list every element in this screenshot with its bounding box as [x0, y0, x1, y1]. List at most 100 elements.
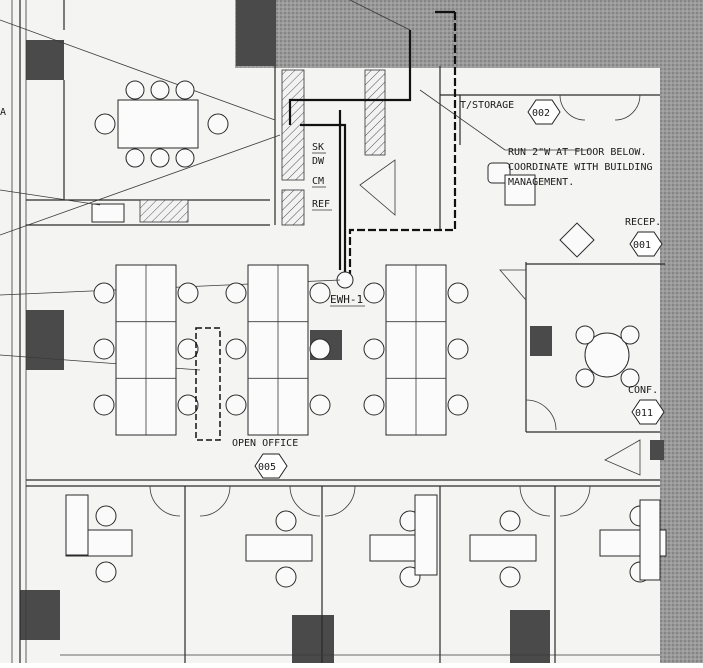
water-heater-label: EWH-1 — [330, 293, 363, 306]
conf-door — [604, 439, 641, 476]
leader-line — [0, 134, 281, 236]
leader-line — [0, 19, 276, 121]
door-swing — [525, 399, 557, 431]
supply-pipe — [288, 30, 412, 125]
partitions — [11, 0, 665, 663]
chair — [309, 394, 331, 416]
conference-number: 011 — [635, 408, 653, 419]
doors — [149, 94, 641, 517]
plumbing — [288, 10, 457, 289]
callout-line-2: COORDINATE WITH BUILDING — [508, 162, 653, 173]
hot-water-pipe — [348, 12, 457, 275]
callout-line-3: MANAGEMENT. — [508, 177, 574, 188]
core-hatch — [364, 69, 386, 156]
conference-label: CONF. — [628, 385, 658, 396]
reception-desk — [504, 174, 536, 206]
conference-tag-hex — [631, 399, 665, 425]
door-swing — [149, 485, 181, 517]
chair — [363, 282, 385, 304]
column-w — [26, 310, 64, 370]
chair — [125, 80, 145, 100]
chair — [175, 80, 195, 100]
chair — [575, 368, 595, 388]
chair — [363, 394, 385, 416]
chair — [177, 282, 199, 304]
reception-label: RECEP. — [625, 217, 661, 228]
coffee-maker-label: CM — [312, 176, 324, 187]
chair — [447, 338, 469, 360]
callout-line-1: RUN 2"W AT FLOOR BELOW. — [508, 147, 646, 158]
door-swing — [199, 485, 231, 517]
chair — [177, 338, 199, 360]
chair — [225, 394, 247, 416]
door-swing — [519, 485, 551, 517]
chair — [93, 338, 115, 360]
office-return — [414, 494, 438, 576]
conference-round-table — [575, 325, 640, 388]
chair — [93, 394, 115, 416]
core-fixtures — [91, 69, 386, 226]
chair — [620, 368, 640, 388]
column-sw — [20, 590, 60, 640]
open-office-tag-hex — [254, 453, 288, 479]
conference-table-nw — [94, 80, 229, 168]
chair — [225, 338, 247, 360]
office-desk — [245, 534, 313, 562]
column-s2 — [510, 610, 550, 663]
door-swing — [289, 485, 321, 517]
open-office-number: 005 — [258, 462, 276, 473]
core-wall-n — [236, 0, 276, 66]
chair — [177, 394, 199, 416]
door-swing — [559, 485, 591, 517]
chair — [150, 148, 170, 168]
chair — [309, 338, 331, 360]
chair — [620, 325, 640, 345]
sink-label: SK — [312, 142, 324, 153]
chair — [499, 566, 521, 588]
leader-line — [0, 189, 101, 206]
copier-outline — [195, 327, 221, 441]
edge-mark: A — [0, 107, 6, 118]
refrigerator-label: REF — [312, 199, 330, 210]
office-return — [639, 499, 661, 581]
column-s1 — [292, 615, 334, 663]
private-offices — [65, 494, 667, 588]
chair — [175, 148, 195, 168]
supply-pipe — [300, 123, 347, 275]
chair — [95, 561, 117, 583]
door-swing — [614, 94, 641, 121]
dishwasher-label: DW — [312, 156, 325, 167]
workstations — [93, 264, 469, 436]
storage-label: T/STORAGE — [460, 100, 514, 111]
open-office-label: OPEN OFFICE — [232, 438, 298, 449]
reception-tag-hex — [629, 231, 663, 257]
appliance — [91, 203, 125, 223]
round-table — [584, 332, 630, 378]
column-e — [650, 440, 664, 460]
chair — [94, 113, 116, 135]
storage-number: 002 — [532, 108, 550, 119]
table — [117, 99, 199, 149]
callout-leader — [419, 89, 506, 151]
leader-line — [349, 0, 411, 31]
north-building-mass — [235, 0, 703, 68]
east-building-mass — [660, 68, 703, 663]
reception-number: 001 — [633, 240, 651, 251]
column-nw — [26, 40, 64, 80]
door-swing — [324, 485, 356, 517]
chair — [363, 338, 385, 360]
chair — [309, 282, 331, 304]
chair — [447, 394, 469, 416]
office-return — [65, 494, 89, 556]
chair — [150, 80, 170, 100]
chair — [225, 282, 247, 304]
chair — [93, 282, 115, 304]
lounge-chair — [559, 222, 595, 258]
storage-tag-hex — [527, 99, 561, 125]
chair — [95, 505, 117, 527]
callout-note: RUN 2"W AT FLOOR BELOW. COORDINATE WITH … — [508, 147, 653, 188]
core-hatch — [281, 189, 305, 226]
fixture-labels: SK DW CM REF EWH-1 — [312, 142, 365, 307]
